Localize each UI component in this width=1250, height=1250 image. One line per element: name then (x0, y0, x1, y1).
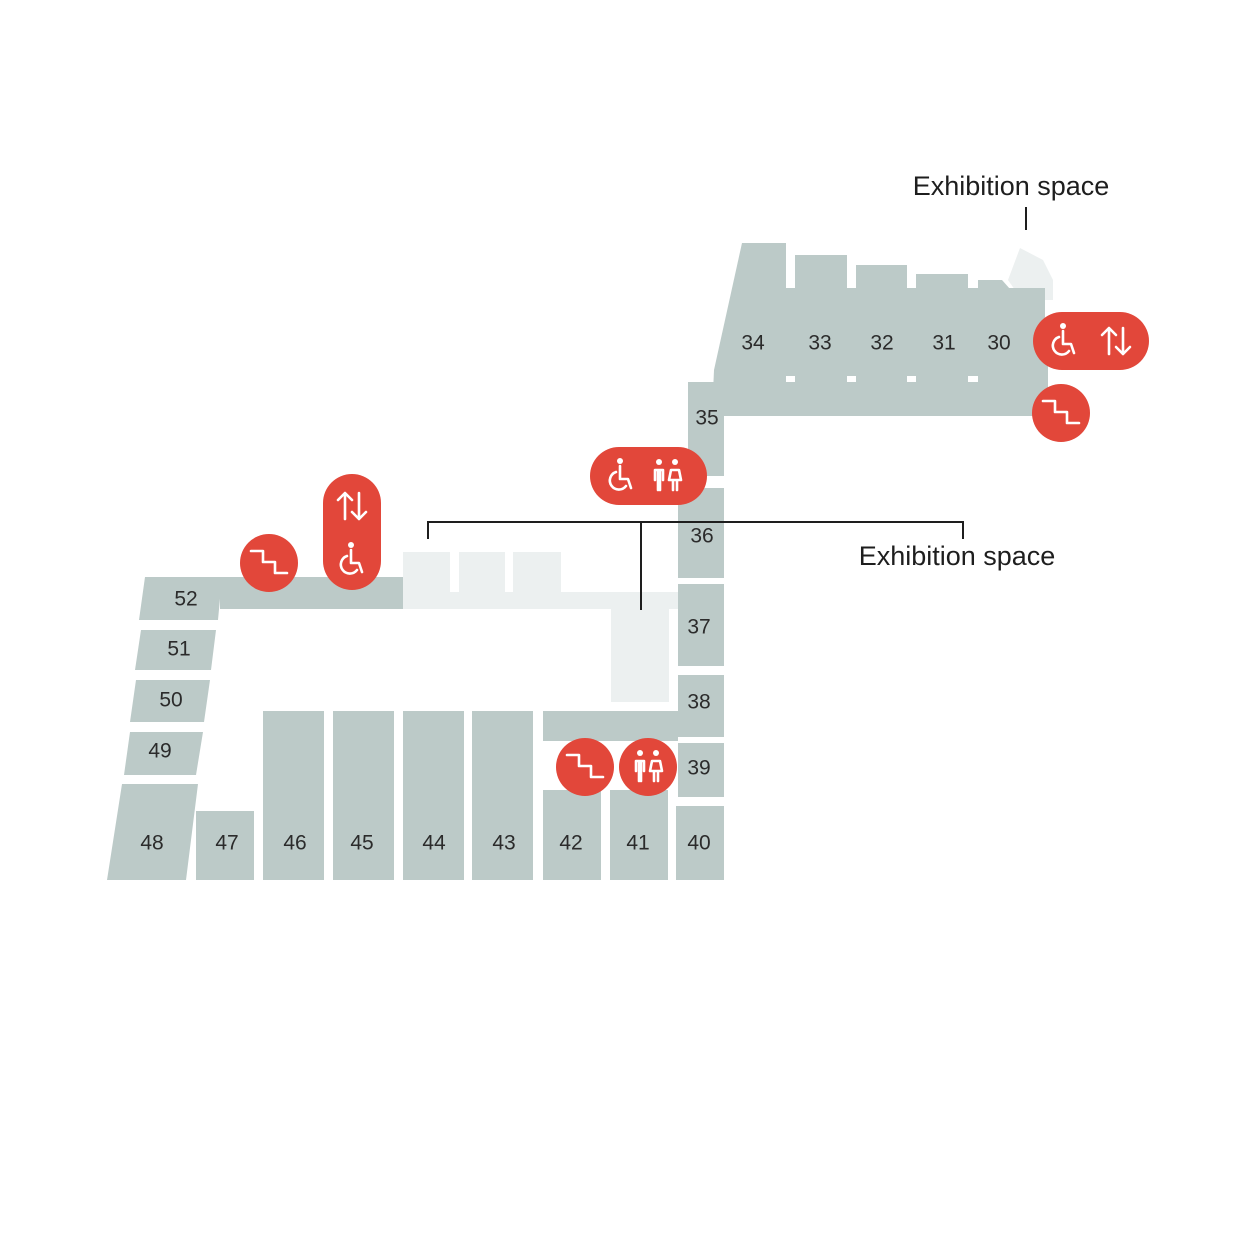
facility-badge-stairs-top (1032, 384, 1090, 442)
room-label-36: 36 (690, 525, 713, 548)
exhibition-space-strip (403, 592, 678, 609)
room-40 (676, 806, 724, 880)
room-label-44: 44 (422, 832, 446, 855)
room-labels: 34 33 32 31 30 35 36 37 38 39 40 41 42 4… (140, 332, 1010, 855)
room-label-43: 43 (492, 832, 515, 855)
lift-icon (336, 491, 368, 521)
room-label-42: 42 (559, 832, 582, 855)
room-label-48: 48 (140, 832, 163, 855)
room-label-37: 37 (687, 616, 710, 639)
room-label-33: 33 (808, 332, 831, 355)
wheelchair-icon (608, 458, 633, 491)
room-label-32: 32 (870, 332, 893, 355)
facility-icons (240, 312, 1149, 796)
exhibition-space-block (611, 592, 669, 702)
room-label-40: 40 (687, 832, 710, 855)
stairs-icon (1041, 399, 1081, 425)
room-51 (135, 630, 216, 670)
room-label-35: 35 (695, 407, 718, 430)
facility-badge-lift-accessible-left (323, 474, 381, 590)
room-label-50: 50 (159, 689, 182, 712)
room-39 (678, 743, 724, 797)
facility-badge-accessible-lift-top (1033, 312, 1149, 370)
room-label-51: 51 (167, 638, 190, 661)
room-label-52: 52 (174, 588, 197, 611)
room-label-45: 45 (350, 832, 373, 855)
room-52 (139, 577, 222, 620)
exhibition-space-label-central: Exhibition space (859, 541, 1056, 571)
room-label-41: 41 (626, 832, 649, 855)
facility-badge-toilets-bottom (619, 738, 677, 796)
wheelchair-icon (339, 542, 364, 575)
room-34 (712, 243, 786, 416)
exhibition-space-label-upper: Exhibition space (913, 171, 1110, 201)
room-43 (472, 711, 533, 880)
room-label-34: 34 (741, 332, 765, 355)
room-33 (795, 255, 847, 416)
room-label-46: 46 (283, 832, 306, 855)
room-47 (196, 811, 254, 880)
room-31 (916, 274, 968, 416)
rooms (107, 243, 1048, 880)
facility-badge-stairs-bottom (556, 738, 614, 796)
facility-badge-accessible-toilets-center (590, 447, 707, 505)
room-label-31: 31 (932, 332, 955, 355)
stairs-icon (565, 753, 605, 779)
room-46 (263, 711, 324, 880)
room-41 (610, 790, 668, 880)
room-label-47: 47 (215, 832, 238, 855)
room-37 (678, 584, 724, 666)
room-38 (678, 675, 724, 737)
room-corridor-bottom (543, 711, 678, 741)
lift-icon (1100, 326, 1132, 356)
room-50 (130, 680, 210, 722)
room-48 (107, 784, 198, 880)
room-32 (856, 265, 907, 416)
toilets-icon (634, 750, 664, 783)
stairs-icon (249, 549, 289, 575)
room-44 (403, 711, 464, 880)
toilets-icon (653, 459, 683, 492)
room-label-30: 30 (987, 332, 1010, 355)
facility-badge-stairs-left (240, 534, 298, 592)
exhibition-space-upper (1008, 248, 1053, 300)
exhibition-space-areas (403, 248, 1053, 702)
room-49 (124, 732, 203, 775)
room-30 (978, 280, 1018, 416)
room-45 (333, 711, 394, 880)
room-label-39: 39 (687, 757, 710, 780)
leader-line-central-bracket (427, 521, 964, 539)
exhibition-labels: Exhibition space Exhibition space (427, 171, 1110, 610)
room-42 (543, 790, 601, 880)
wheelchair-icon (1051, 323, 1076, 356)
room-label-49: 49 (148, 740, 171, 763)
room-label-38: 38 (687, 691, 710, 714)
